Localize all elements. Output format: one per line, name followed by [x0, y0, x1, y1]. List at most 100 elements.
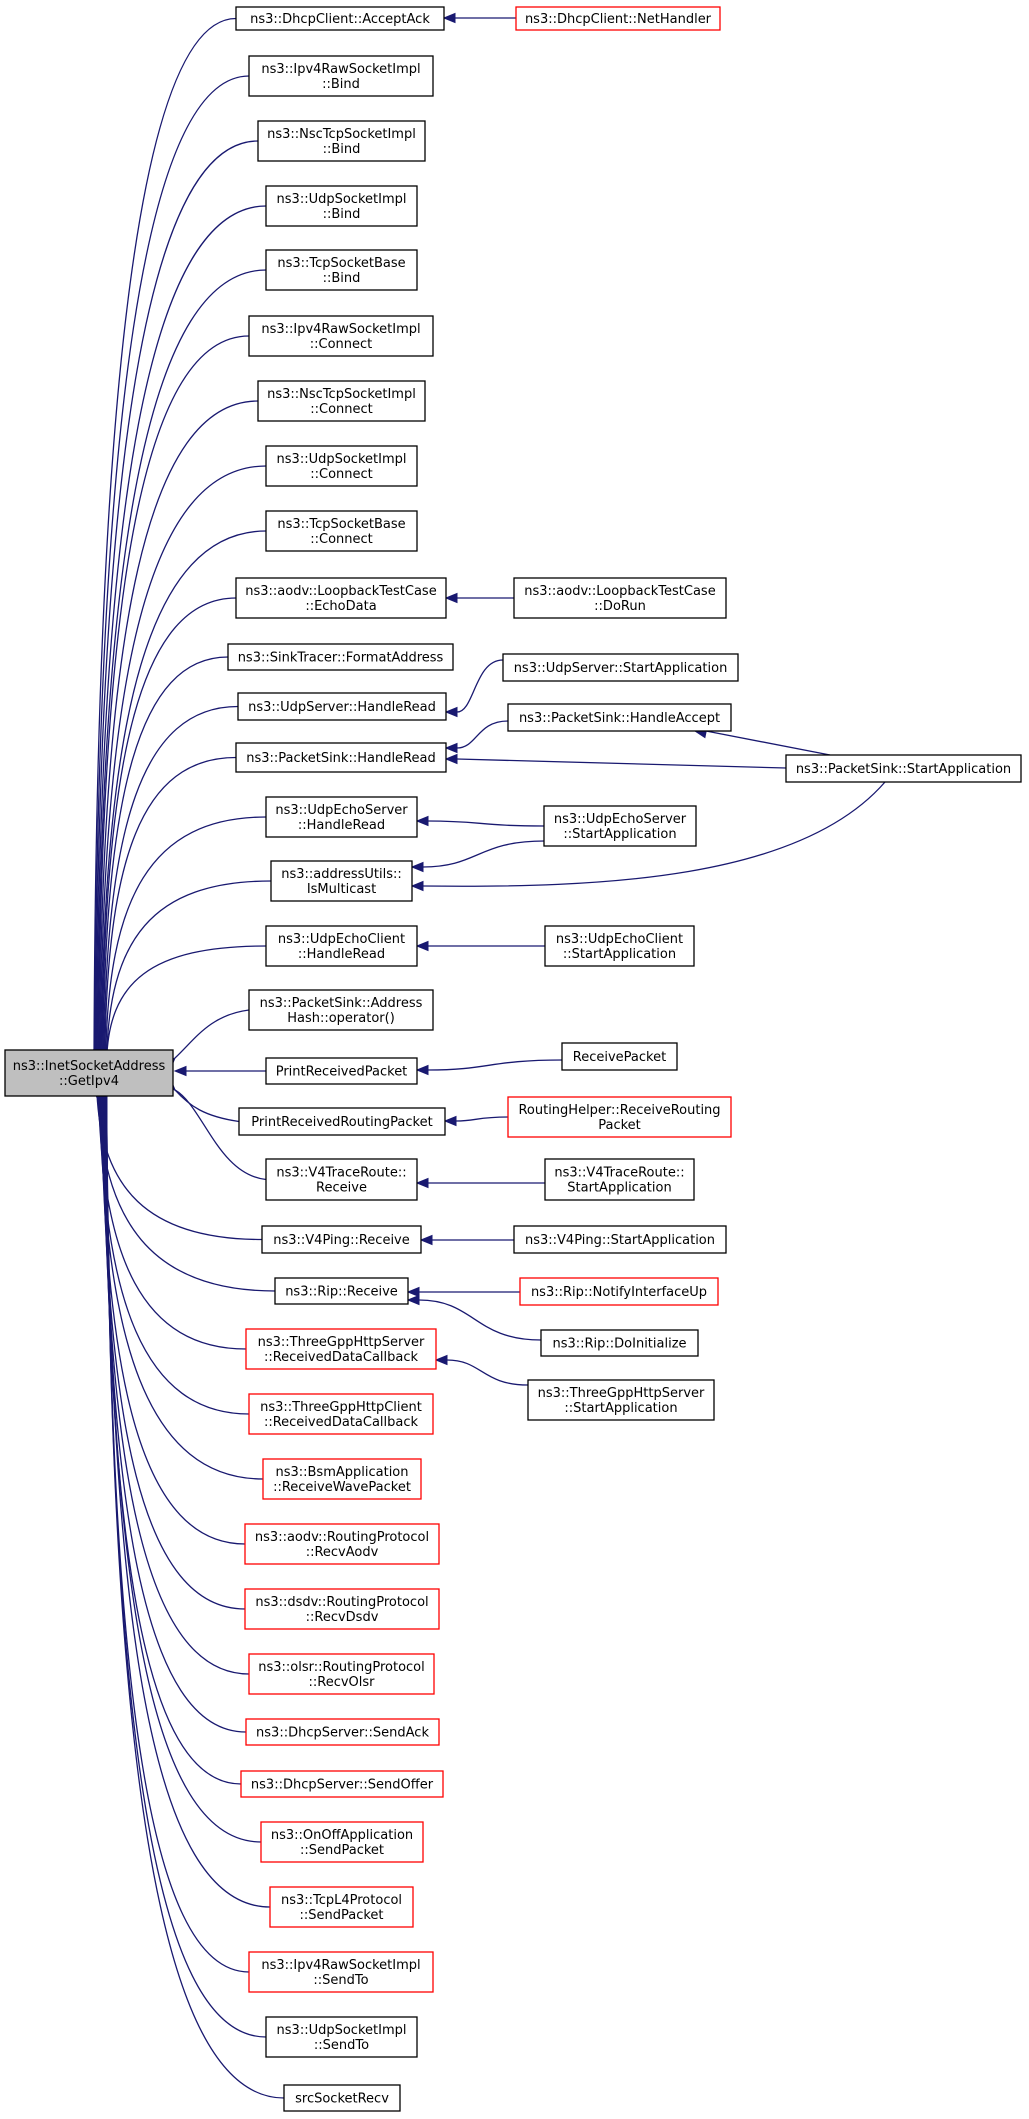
- node-n23[interactable]: ns3::ThreeGppHttpServer::ReceivedDataCal…: [245, 1328, 437, 1370]
- node-n2[interactable]: ns3::Ipv4RawSocketImpl::Bind: [248, 55, 434, 97]
- node-c1[interactable]: ns3::DhcpClient::NetHandler: [515, 6, 721, 31]
- node-n3[interactable]: ns3::NscTcpSocketImpl::Bind: [257, 120, 426, 162]
- arrow-c5-to-n15: [410, 861, 424, 873]
- arrow-d1-to-n13: [444, 753, 458, 765]
- node-n12[interactable]: ns3::UdpServer::HandleRead: [237, 692, 447, 721]
- node-box: [265, 445, 418, 487]
- node-n6[interactable]: ns3::Ipv4RawSocketImpl::Connect: [248, 315, 434, 357]
- node-box: [257, 380, 426, 422]
- node-c3[interactable]: ns3::UdpServer::StartApplication: [502, 653, 739, 682]
- node-box: [544, 925, 695, 967]
- node-box: [240, 1770, 444, 1798]
- node-c9[interactable]: ns3::V4TraceRoute::StartApplication: [544, 1158, 695, 1201]
- node-label: ::HandleRead: [298, 947, 385, 962]
- node-box: [507, 703, 732, 732]
- node-n31[interactable]: ns3::OnOffApplication::SendPacket: [260, 1821, 424, 1863]
- node-n27[interactable]: ns3::dsdv::RoutingProtocol::RecvDsdv: [244, 1588, 440, 1630]
- edge-c7-to-n18: [427, 1059, 563, 1071]
- node-n1[interactable]: ns3::DhcpClient::AcceptAck: [235, 6, 445, 31]
- node-n29[interactable]: ns3::DhcpServer::SendAck: [245, 1718, 440, 1746]
- node-label: ns3::PacketSink::Address: [260, 996, 423, 1011]
- node-label: ns3::PacketSink::StartApplication: [796, 762, 1011, 777]
- node-n26[interactable]: ns3::aodv::RoutingProtocol::RecvAodv: [244, 1523, 440, 1565]
- node-n11[interactable]: ns3::SinkTracer::FormatAddress: [227, 643, 454, 671]
- node-n15[interactable]: ns3::addressUtils::IsMulticast: [270, 860, 413, 902]
- node-box: [235, 742, 447, 773]
- edge-n11-to-focus: [102, 656, 229, 1062]
- node-n21[interactable]: ns3::V4Ping::Receive: [261, 1225, 422, 1254]
- node-box: [245, 1718, 440, 1746]
- node-n8[interactable]: ns3::UdpSocketImpl::Connect: [265, 445, 418, 487]
- edge-d1-to-n15: [422, 781, 886, 887]
- node-label: ReceivePacket: [573, 1050, 666, 1065]
- node-box: [519, 1277, 719, 1306]
- node-label: ns3::V4Ping::StartApplication: [525, 1233, 715, 1248]
- node-box: [502, 653, 739, 682]
- node-box: [527, 1379, 715, 1421]
- node-label: ns3::addressUtils::: [281, 867, 402, 882]
- node-n22[interactable]: ns3::Rip::Receive: [274, 1277, 409, 1305]
- node-n19[interactable]: PrintReceivedRoutingPacket: [238, 1107, 446, 1136]
- node-c5[interactable]: ns3::UdpEchoServer::StartApplication: [543, 805, 697, 847]
- node-n10[interactable]: ns3::aodv::LoopbackTestCase::EchoData: [235, 577, 447, 619]
- node-label: StartApplication: [567, 1181, 671, 1196]
- node-label: ns3::TcpSocketBase: [277, 517, 405, 532]
- node-label: ns3::V4TraceRoute::: [554, 1166, 684, 1181]
- node-n20[interactable]: ns3::V4TraceRoute::Receive: [265, 1158, 418, 1201]
- node-n34[interactable]: ns3::UdpSocketImpl::SendTo: [265, 2016, 418, 2058]
- node-box: [265, 249, 418, 291]
- node-c10[interactable]: ns3::V4Ping::StartApplication: [513, 1225, 727, 1254]
- node-c6[interactable]: ns3::UdpEchoClient::StartApplication: [544, 925, 695, 967]
- node-n25[interactable]: ns3::BsmApplication::ReceiveWavePacket: [262, 1458, 422, 1500]
- node-n33[interactable]: ns3::Ipv4RawSocketImpl::SendTo: [248, 1951, 434, 1993]
- node-c12[interactable]: ns3::Rip::DoInitialize: [540, 1329, 699, 1357]
- node-n9[interactable]: ns3::TcpSocketBase::Connect: [265, 510, 418, 552]
- node-box: [260, 1821, 424, 1863]
- node-c4[interactable]: ns3::PacketSink::HandleAccept: [507, 703, 732, 732]
- node-box: [257, 120, 426, 162]
- node-n14[interactable]: ns3::UdpEchoServer::HandleRead: [265, 796, 418, 838]
- edge-n33-to-focus: [105, 1084, 250, 1973]
- node-n16[interactable]: ns3::UdpEchoClient::HandleRead: [265, 925, 418, 967]
- node-label: ns3::DhcpServer::SendOffer: [251, 1778, 434, 1793]
- node-label: ::RecvAodv: [306, 1545, 379, 1560]
- node-box: [265, 796, 418, 838]
- node-label: ns3::UdpEchoClient: [556, 932, 683, 947]
- edge-n35-to-focus: [105, 1084, 285, 2099]
- edge-n2-to-focus: [94, 75, 250, 1062]
- node-focus[interactable]: ns3::InetSocketAddress::GetIpv4: [4, 1049, 174, 1097]
- arrow-c13-to-n23: [434, 1354, 448, 1366]
- node-c11[interactable]: ns3::Rip::NotifyInterfaceUp: [519, 1277, 719, 1306]
- node-box: [265, 2016, 418, 2058]
- node-n4[interactable]: ns3::UdpSocketImpl::Bind: [265, 185, 418, 227]
- node-n7[interactable]: ns3::NscTcpSocketImpl::Connect: [257, 380, 426, 422]
- node-label: ns3::Rip::DoInitialize: [552, 1337, 686, 1352]
- edge-n5-to-focus: [96, 269, 267, 1062]
- edge-n28-to-focus: [102, 1084, 250, 1675]
- arrow-c12-to-n22: [406, 1294, 420, 1306]
- node-box: [265, 1057, 418, 1085]
- node-n18[interactable]: PrintReceivedPacket: [265, 1057, 418, 1085]
- node-c2[interactable]: ns3::aodv::LoopbackTestCase::DoRun: [513, 577, 727, 619]
- node-c13[interactable]: ns3::ThreeGppHttpServer::StartApplicatio…: [527, 1379, 715, 1421]
- node-n28[interactable]: ns3::olsr::RoutingProtocol::RecvOlsr: [248, 1653, 435, 1695]
- node-label: ns3::aodv::LoopbackTestCase: [524, 584, 715, 599]
- edge-n23-to-focus: [97, 1084, 247, 1350]
- node-n30[interactable]: ns3::DhcpServer::SendOffer: [240, 1770, 444, 1798]
- node-n24[interactable]: ns3::ThreeGppHttpClient::ReceivedDataCal…: [248, 1393, 434, 1435]
- node-label: ns3::dsdv::RoutingProtocol: [255, 1595, 428, 1610]
- node-n35[interactable]: srcSocketRecv: [283, 2084, 401, 2112]
- node-label: ns3::NscTcpSocketImpl: [267, 127, 416, 142]
- node-label: ns3::UdpSocketImpl: [277, 2023, 407, 2038]
- node-n5[interactable]: ns3::TcpSocketBase::Bind: [265, 249, 418, 291]
- node-c7[interactable]: ReceivePacket: [561, 1042, 678, 1071]
- node-d1[interactable]: ns3::PacketSink::StartApplication: [785, 754, 1022, 783]
- node-label: ::SendTo: [313, 1973, 368, 1988]
- node-label: PrintReceivedPacket: [276, 1065, 408, 1080]
- node-n32[interactable]: ns3::TcpL4Protocol::SendPacket: [269, 1886, 414, 1928]
- arrow-c11-to-n22: [406, 1286, 420, 1298]
- node-n13[interactable]: ns3::PacketSink::HandleRead: [235, 742, 447, 773]
